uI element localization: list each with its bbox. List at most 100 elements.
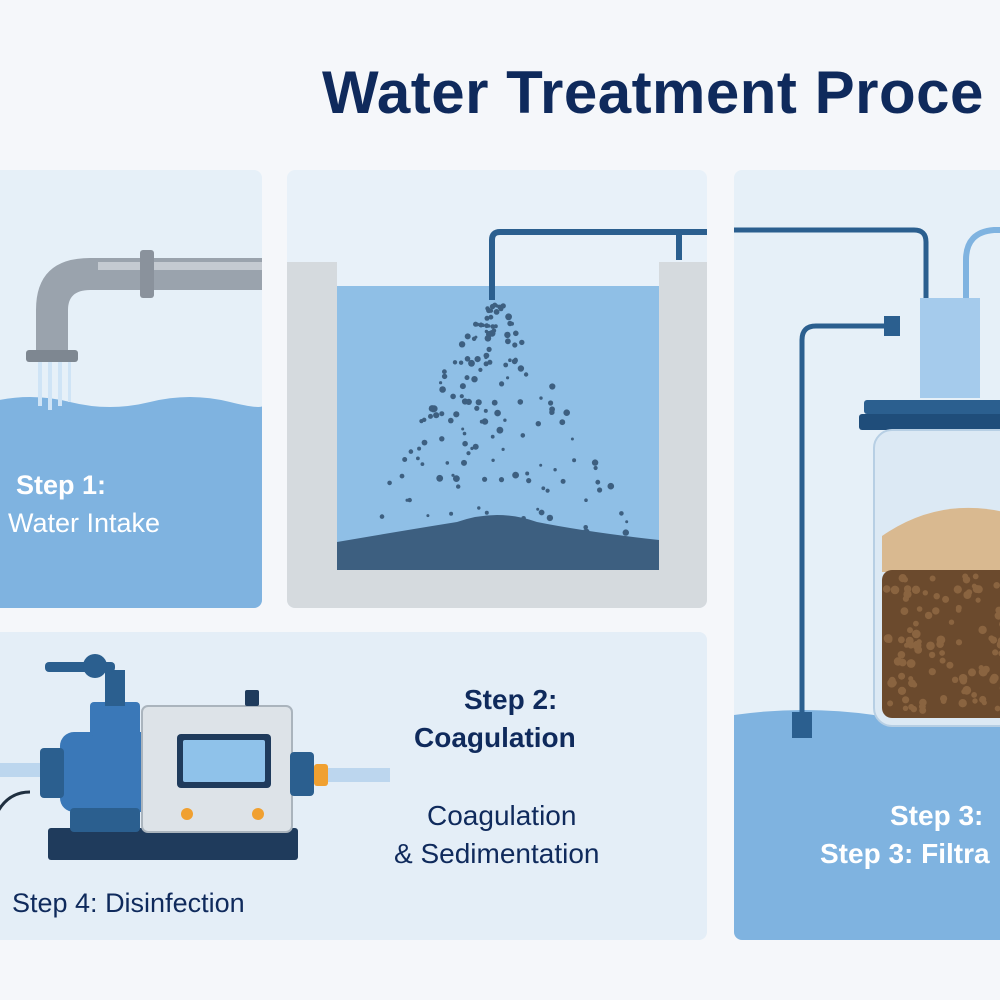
particle [436, 474, 444, 482]
particle [461, 459, 467, 466]
particle [505, 313, 512, 321]
particle [407, 497, 412, 503]
particle [519, 339, 525, 346]
gravel-stone [995, 606, 1000, 614]
particle [475, 356, 481, 362]
gravel-stone [907, 627, 913, 634]
gravel-stone [959, 676, 968, 685]
particle [420, 462, 425, 466]
particle [563, 409, 570, 416]
step-2-caption-line2: & Sedimentation [394, 838, 600, 869]
page-title: Water Treatment Proce [322, 59, 984, 126]
particle [453, 411, 460, 418]
particle [496, 426, 504, 434]
particle [483, 408, 488, 413]
particle [539, 396, 543, 400]
particle [512, 471, 519, 479]
particle [517, 365, 525, 372]
particle [487, 359, 493, 365]
particle [462, 431, 467, 436]
gravel-stone [963, 591, 972, 599]
step-3-panel: Step 3: Step 3: Filtra [734, 170, 1000, 940]
step-1-name: Water Intake [8, 508, 161, 538]
gravel-stone [929, 668, 935, 674]
gravel-stone [951, 676, 959, 683]
gravel-stone [962, 576, 971, 584]
particle [553, 468, 557, 472]
particle [503, 418, 507, 422]
particle [541, 486, 546, 491]
particle [499, 381, 505, 387]
particle [475, 399, 482, 406]
particle [475, 322, 480, 327]
gravel-stone [912, 629, 921, 639]
intake-illustration [0, 250, 262, 608]
particle [459, 394, 464, 399]
particle [459, 383, 466, 390]
particle [439, 436, 445, 442]
particle [442, 369, 447, 375]
particle [591, 459, 599, 466]
particle [439, 411, 445, 417]
gravel-stone [903, 592, 910, 599]
gravel-stone [898, 672, 906, 680]
particle [490, 324, 495, 329]
particle [549, 406, 555, 413]
particle [560, 478, 566, 484]
gravel-stone [882, 585, 891, 593]
gravel-stone [955, 607, 962, 613]
gravel-stone [911, 585, 921, 594]
particle [593, 465, 598, 471]
gravel-stone [992, 649, 999, 656]
gravel-stone [902, 696, 910, 704]
gravel-stone [911, 682, 918, 688]
particle [549, 383, 556, 390]
gravel-stone [888, 676, 896, 684]
particle [597, 487, 603, 493]
particle [422, 417, 427, 422]
particle [439, 386, 446, 393]
filtration-illustration [734, 227, 1000, 940]
gravel-stone [904, 642, 909, 648]
particle [505, 338, 511, 345]
gravel-stone [997, 637, 1000, 645]
particle [520, 433, 526, 438]
particle [484, 335, 492, 342]
gravel-stone [916, 606, 923, 612]
particle [426, 514, 430, 518]
particle [488, 314, 494, 320]
gravel-stone [898, 636, 905, 644]
particle [511, 358, 518, 365]
gravel-stone [968, 668, 976, 677]
sedimentation-tank-illustration [287, 229, 707, 608]
gravel-stone [897, 651, 906, 659]
particle [595, 479, 601, 485]
particle [441, 373, 448, 380]
particle [464, 333, 471, 340]
gravel-stone [919, 706, 927, 714]
particle [523, 372, 529, 377]
coagulant-particles [379, 302, 629, 542]
disinfection-pump-illustration [0, 654, 390, 860]
particle [607, 482, 615, 490]
gravel-stone [974, 585, 983, 594]
gravel-stone [939, 650, 945, 656]
particle [506, 376, 510, 380]
particle [526, 478, 532, 484]
control-display [183, 740, 265, 782]
water-surface [0, 397, 262, 608]
particle [513, 330, 519, 337]
particle [478, 367, 483, 372]
particle [485, 306, 490, 311]
particle [517, 399, 524, 405]
step-3-name: Step 3: Filtra [820, 838, 990, 869]
gravel-stone [940, 698, 947, 704]
particle [464, 356, 471, 362]
particle [456, 484, 461, 489]
particle [439, 381, 443, 385]
particle [465, 398, 472, 405]
gravel-stone [948, 619, 955, 625]
gravel-stone [971, 583, 977, 589]
step-4-panel: Step 4: Disinfection Step 2: Coagulation… [0, 632, 707, 940]
gravel-stone [922, 590, 928, 596]
